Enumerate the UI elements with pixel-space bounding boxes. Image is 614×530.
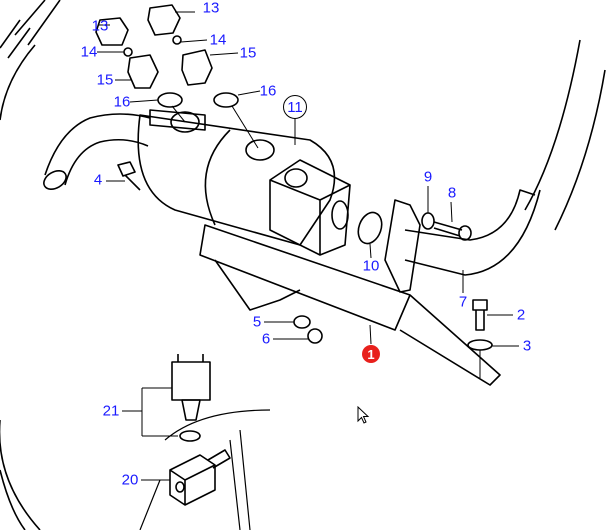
bolt-8 (433, 221, 463, 237)
pipe-left-end (43, 170, 67, 190)
washer-5 (293, 315, 311, 329)
callout-21[interactable]: 21 (102, 402, 120, 420)
block-20 (169, 449, 231, 506)
hose-top-left (0, 0, 61, 59)
bolt-4 (117, 161, 141, 191)
nut-6 (307, 328, 323, 344)
pipe-right-upper (524, 39, 606, 231)
support-bracket (199, 224, 501, 386)
leader-lines (97, 11, 519, 481)
callout-3[interactable]: 3 (522, 337, 532, 355)
callout-9[interactable]: 9 (423, 168, 433, 186)
callout-2[interactable]: 2 (516, 306, 526, 324)
callout-10[interactable]: 10 (362, 257, 380, 275)
bolt-8-head (458, 225, 472, 241)
end-block-plug (284, 168, 308, 188)
callout-14-right[interactable]: 14 (209, 31, 227, 49)
callout-5[interactable]: 5 (252, 313, 262, 331)
mouse-cursor-icon (357, 406, 370, 424)
hose-left-edge (0, 44, 41, 530)
sender-21 (171, 354, 211, 442)
boss-2 (245, 139, 275, 161)
callout-16-right[interactable]: 16 (259, 82, 277, 100)
callout-15-left[interactable]: 15 (96, 71, 114, 89)
bolt-2 (472, 299, 488, 331)
end-block (269, 159, 351, 256)
callout-11[interactable]: 11 (283, 95, 307, 119)
bracket-underside (214, 259, 301, 311)
callout-13-right[interactable]: 13 (202, 0, 220, 17)
bracket-top (149, 109, 206, 131)
washer-9 (421, 212, 435, 230)
end-block-port (331, 200, 349, 230)
callout-6[interactable]: 6 (261, 330, 271, 348)
gasket-ring (357, 211, 383, 245)
hose-bottom (139, 409, 271, 530)
body-seam (204, 129, 231, 226)
callout-16-left[interactable]: 16 (113, 93, 131, 111)
callout-8[interactable]: 8 (447, 184, 457, 202)
callout-20[interactable]: 20 (121, 471, 139, 489)
callout-7[interactable]: 7 (458, 293, 468, 311)
pipe-left (44, 113, 151, 186)
callout-15-right[interactable]: 15 (239, 44, 257, 62)
fitting-stack-right (147, 4, 259, 149)
washer-3 (467, 339, 493, 351)
flange-right (384, 199, 421, 293)
heat-exchanger-body (137, 114, 336, 246)
callout-1-highlighted[interactable]: 1 (362, 345, 380, 363)
callout-13-left[interactable]: 13 (91, 17, 109, 35)
pipe-right (404, 189, 541, 276)
callout-14-left[interactable]: 14 (80, 43, 98, 61)
callout-4[interactable]: 4 (93, 171, 103, 189)
boss-1 (170, 111, 200, 133)
